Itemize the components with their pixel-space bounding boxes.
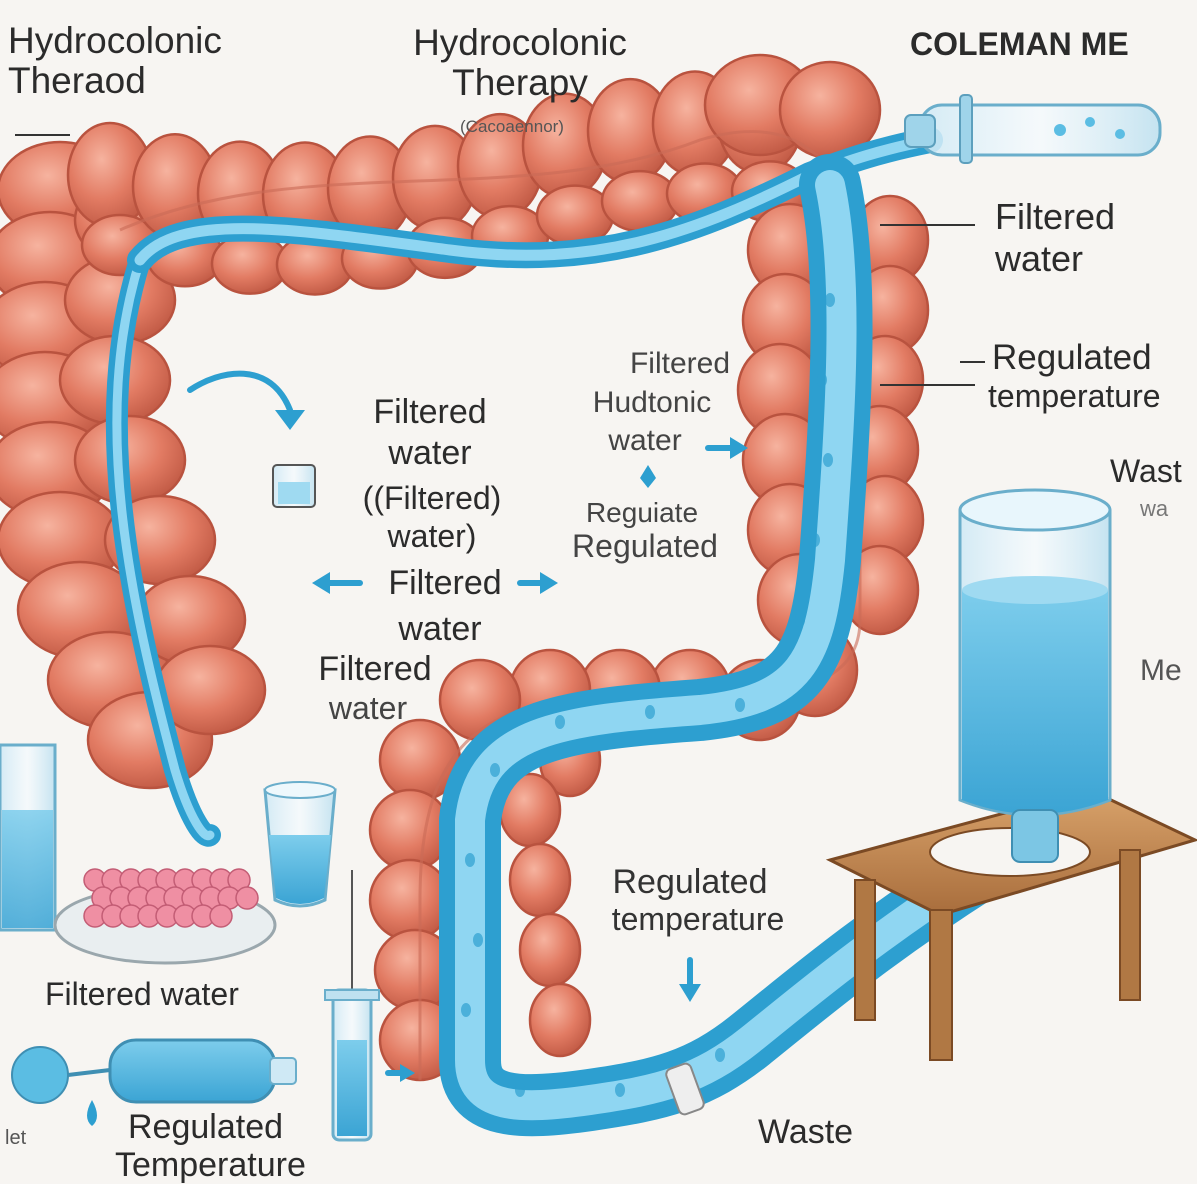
speculum-syringe — [905, 95, 1160, 163]
hudtonic-line2: Hudtonic — [593, 387, 711, 419]
plate-of-tissue — [55, 869, 275, 963]
bubble — [795, 613, 805, 627]
colon-lobe — [370, 790, 450, 870]
beaker-left-edge — [0, 745, 55, 930]
bubble — [825, 293, 835, 307]
waste-right-line2: wa — [1140, 497, 1168, 520]
title-center-subtitle: (Cacoaennor) — [460, 118, 564, 136]
tissue-piece — [236, 887, 258, 909]
title-center-line2: Therapy — [452, 64, 588, 103]
mid-filtered-line2: water — [398, 612, 481, 648]
title-right: COLEMAN ME — [910, 28, 1129, 62]
bubble — [823, 453, 833, 467]
bubble — [465, 853, 475, 867]
waste-right-line3: Me — [1140, 655, 1182, 687]
right-regulated-line1: Regulated — [992, 340, 1152, 377]
corner-mark: let — [5, 1128, 26, 1149]
colon-lobe — [510, 844, 570, 916]
bubble — [735, 698, 745, 712]
hudtonic-line1: Filtered — [630, 348, 730, 380]
glass-of-water — [265, 782, 335, 906]
bottom-left-filtered-water: Filtered water — [45, 978, 239, 1012]
right-regulated-line2: temperature — [988, 380, 1161, 414]
bubble — [490, 763, 500, 777]
bubble — [810, 533, 820, 547]
mid-filtered-line1: Filtered — [388, 566, 501, 602]
colon-lobe — [520, 914, 580, 986]
bottom-regulated-line1: Regulated — [612, 865, 767, 901]
colon-lobe — [530, 984, 590, 1056]
regulated-label-center: Regulated — [572, 530, 718, 564]
center-paren-line1: ((Filtered) — [363, 482, 502, 516]
bubble — [715, 1048, 725, 1062]
title-left-line1: Hydrocolonic — [8, 22, 222, 61]
colon-lobe — [370, 860, 450, 940]
bubble — [615, 1083, 625, 1097]
hudtonic-line3: water — [608, 425, 681, 457]
title-left-line2: Theraod — [8, 62, 146, 101]
bubble — [555, 715, 565, 729]
bottom-regulated-line2: temperature — [612, 903, 785, 937]
reguiate-label: Reguiate — [586, 498, 698, 527]
measuring-cup-icon — [273, 465, 315, 507]
bubble — [515, 1083, 525, 1097]
bottom-left-regulated-line2: Temperature — [115, 1148, 306, 1184]
center-filtered-line2: water — [388, 436, 471, 472]
bubble — [461, 1003, 471, 1017]
right-filtered-line2: water — [995, 240, 1083, 278]
bubble — [817, 373, 827, 387]
title-center-line1: Hydrocolonic — [413, 24, 627, 63]
waste-label-bottom: Waste — [758, 1115, 853, 1151]
waste-right-line1: Wast — [1110, 455, 1182, 489]
bubble — [645, 705, 655, 719]
bubble — [473, 933, 483, 947]
center-filtered-line1: Filtered — [373, 395, 486, 431]
low-filtered-line1: Filtered — [318, 652, 431, 688]
low-filtered-line2: water — [329, 692, 407, 726]
right-filtered-line1: Filtered — [995, 198, 1115, 236]
tissue-piece — [210, 905, 232, 927]
center-paren-line2: water) — [388, 520, 477, 554]
bottom-left-regulated-line1: Regulated — [128, 1110, 283, 1146]
